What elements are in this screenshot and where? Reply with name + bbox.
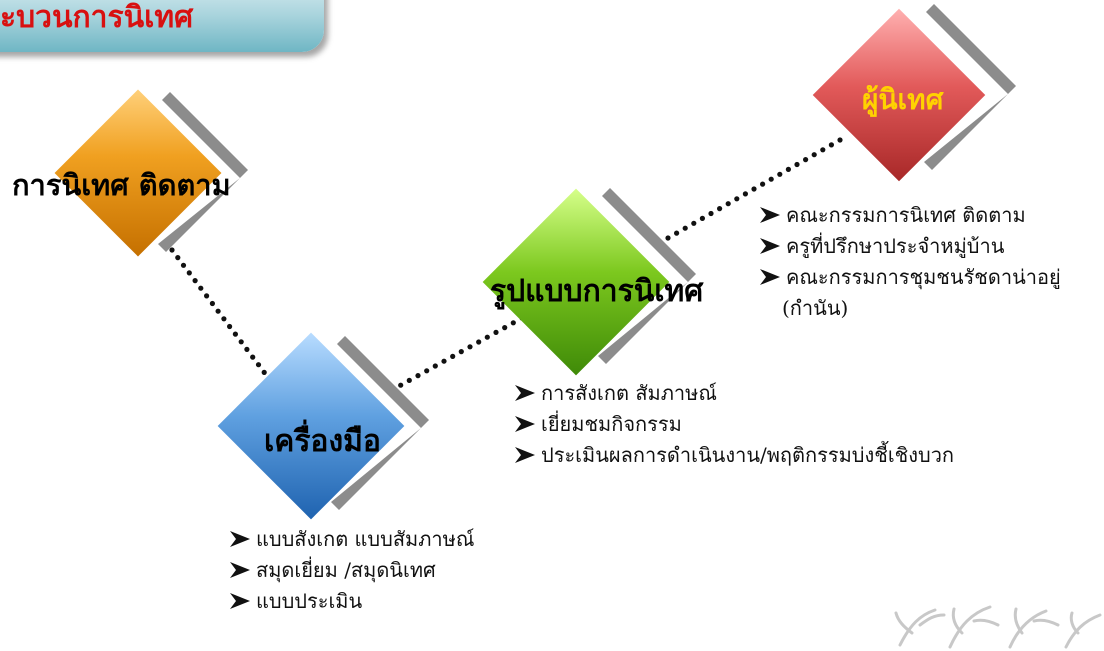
list-item-text: เยี่ยมชมกิจกรรม <box>541 412 682 436</box>
page-title: ะบวนการนิเทศ <box>0 0 194 35</box>
connector-dot <box>406 377 412 383</box>
connector-dot <box>180 262 187 268</box>
diamond-shadow <box>331 336 429 510</box>
connector-dot <box>467 344 473 350</box>
connector-dot <box>725 201 731 207</box>
connector-dot <box>215 308 221 314</box>
connector-dot <box>717 206 723 212</box>
connector-dot <box>458 349 464 355</box>
connector-dot <box>734 196 740 202</box>
connector-dot <box>250 354 256 360</box>
connector-dot <box>742 191 749 197</box>
connector-dot <box>415 373 421 379</box>
supervisor-list: คณะกรรมการนิเทศ ติดตาม ครูที่ปรึกษาประจำ… <box>760 200 1061 324</box>
title-banner <box>0 0 324 52</box>
connector-dot <box>811 152 817 158</box>
connector-dot <box>227 323 233 330</box>
list-item: สมุดเยี่ยม /สมุดนิเทศ <box>230 555 474 586</box>
node-label-monitoring: การนิเทศ ติดตาม <box>12 168 231 202</box>
list-item: คณะกรรมการนิเทศ ติดตาม <box>760 200 1061 231</box>
list-item-text: แบบสังเกต แบบสัมภาษณ์ <box>256 527 475 551</box>
connector-dot <box>828 142 835 148</box>
arrow-bullet-icon <box>515 378 541 401</box>
connector-dot <box>751 186 757 192</box>
connector-dot <box>169 247 175 253</box>
node-label-tools: เครื่องมือ <box>264 424 381 459</box>
connector-format-supervisor <box>665 137 843 241</box>
connector-dot <box>803 157 809 163</box>
diamond-shadow <box>158 92 248 252</box>
connector-dot <box>255 362 262 368</box>
connector-dot <box>820 147 826 153</box>
connector-dot <box>682 225 688 231</box>
connector-dot <box>510 320 516 326</box>
tool-list: แบบสังเกต แบบสัมภาษณ์ สมุดเยี่ยม /สมุดนิ… <box>230 524 474 617</box>
list-item: การสังเกต สัมภาษณ์ <box>515 378 954 409</box>
list-item-text: การสังเกต สัมภาษณ์ <box>541 381 717 405</box>
connector-dot <box>192 278 198 284</box>
connector-monitoring-tools <box>169 247 273 383</box>
connector-dot <box>493 329 499 335</box>
arrow-bullet-icon <box>760 200 786 223</box>
list-item-text: คณะกรรมการชุมชนรัชดาน่าอยู่ <box>786 265 1061 289</box>
connector-dot <box>484 334 490 340</box>
connector-dot <box>398 382 404 388</box>
arrow-bullet-icon <box>760 262 786 285</box>
connector-dot <box>450 353 456 359</box>
list-item: แบบประเมิน <box>230 586 474 617</box>
connector-dot <box>209 300 215 307</box>
connector-dot <box>691 220 697 226</box>
connector-dot <box>175 255 181 261</box>
list-item-text: คณะกรรมการนิเทศ ติดตาม <box>786 203 1026 227</box>
list-item-continuation: (กำนัน) <box>760 293 1061 324</box>
arrow-bullet-icon <box>515 440 541 463</box>
connector-dot <box>674 230 680 236</box>
connector-dot <box>502 325 508 331</box>
connector-dot <box>261 369 267 375</box>
list-item: ครูที่ปรึกษาประจำหมู่บ้าน <box>760 231 1061 262</box>
connector-dot <box>424 368 430 374</box>
connector-dot <box>794 161 800 168</box>
diamond-shadow <box>924 4 1016 170</box>
connector-dot <box>441 358 447 364</box>
connector-dot <box>708 210 714 217</box>
arrow-bullet-icon <box>230 555 256 578</box>
arrow-bullet-icon <box>230 524 256 547</box>
connector-dot <box>432 363 438 369</box>
list-item: เยี่ยมชมกิจกรรม <box>515 409 954 440</box>
arrow-bullet-icon <box>230 586 256 609</box>
list-item-text: (กำนัน) <box>782 296 849 320</box>
connector-dot <box>760 181 766 187</box>
list-item: คณะกรรมการชุมชนรัชดาน่าอยู่ <box>760 262 1061 293</box>
connector-dot <box>699 215 706 221</box>
diamond-shadow <box>598 188 696 364</box>
arrow-bullet-icon <box>515 409 541 432</box>
node-label-format: รูปแบบการนิเทศ <box>490 274 704 309</box>
connector-dot <box>204 293 210 299</box>
arrow-bullet-icon <box>760 231 786 254</box>
list-item: แบบสังเกต แบบสัมภาษณ์ <box>230 524 474 555</box>
connector-dot <box>238 339 244 345</box>
connector-dot <box>837 137 843 143</box>
node-label-supervisor: ผู้นิเทศ <box>862 83 944 116</box>
connector-dot <box>186 270 192 276</box>
list-item-text: สมุดเยี่ยม /สมุดนิเทศ <box>256 558 436 582</box>
format-list: การสังเกต สัมภาษณ์ เยี่ยมชมกิจกรรม ประเม… <box>515 378 954 471</box>
connector-dot <box>665 235 671 241</box>
connector-dot <box>785 166 792 172</box>
connector-dot <box>198 285 204 291</box>
list-item-text: ประเมินผลการดำเนินงาน/พฤติกรรมบ่งชี้เชิง… <box>541 443 955 467</box>
connector-dot <box>768 176 774 182</box>
connector-dot <box>777 171 783 177</box>
connector-dot <box>221 316 227 322</box>
connector-dot <box>244 346 250 352</box>
list-item-text: แบบประเมิน <box>256 589 363 613</box>
list-item-text: ครูที่ปรึกษาประจำหมู่บ้าน <box>786 234 1005 258</box>
connector-dot <box>232 331 238 337</box>
connector-dot <box>476 339 482 345</box>
leaf-ornament-icon <box>894 605 1102 649</box>
list-item: ประเมินผลการดำเนินงาน/พฤติกรรมบ่งชี้เชิง… <box>515 440 954 471</box>
